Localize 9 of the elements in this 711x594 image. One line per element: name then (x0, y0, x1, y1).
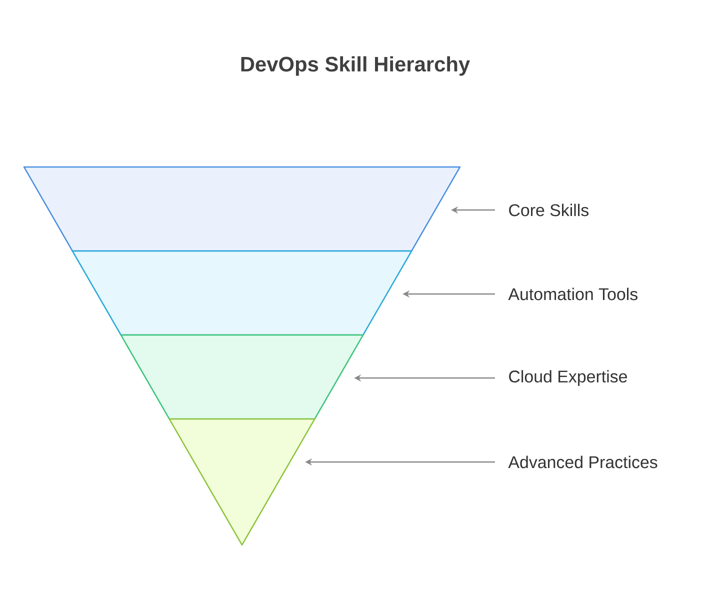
title: DevOps Skill Hierarchy (241, 56, 470, 76)
funnel-band (120, 334, 364, 420)
funnel-band (168, 418, 316, 546)
funnel-band (72, 250, 412, 336)
level-label: Core Skills (509, 204, 588, 216)
funnel-band (23, 166, 461, 252)
level-label: Cloud Expertise (509, 370, 627, 386)
level-label: Advanced Practices (508, 456, 658, 468)
level-label: Automation Tools (508, 288, 638, 300)
